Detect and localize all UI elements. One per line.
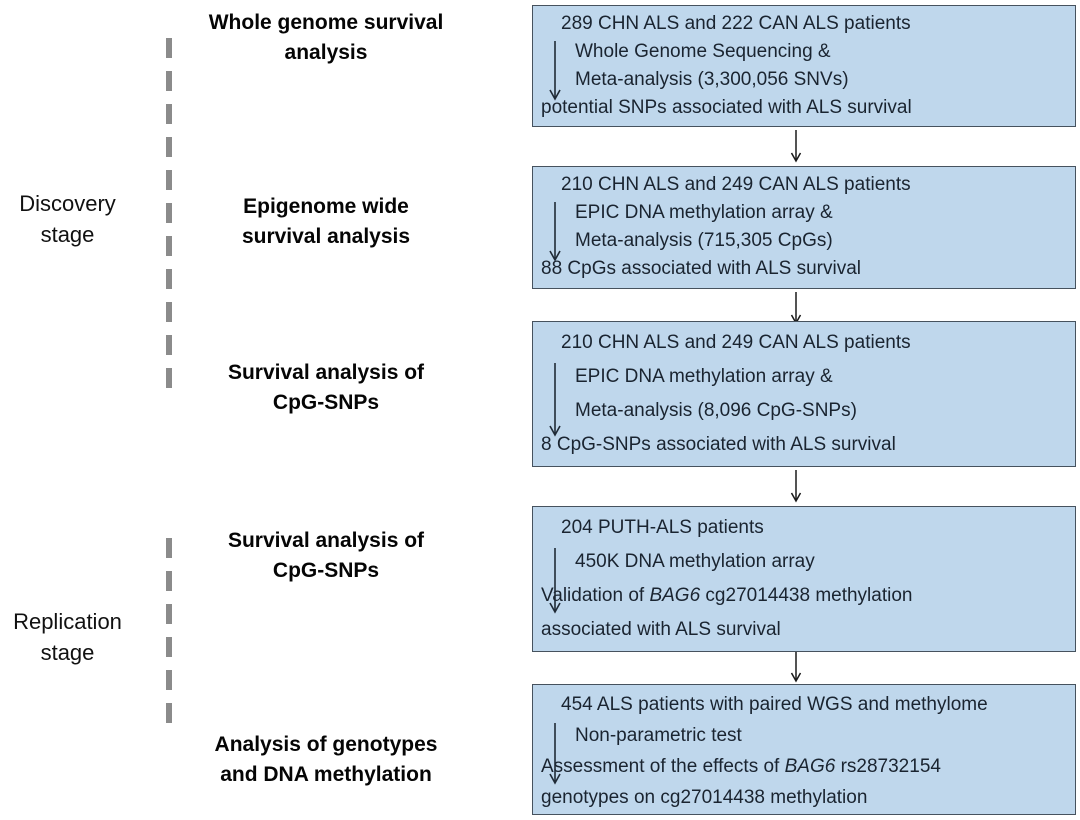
step-title-cpg-snps-replication: Survival analysis of CpG-SNPs — [178, 526, 474, 586]
stage-label-discovery: Discovery stage — [0, 188, 135, 250]
process-down-arrow-icon — [547, 199, 561, 262]
process-line: EPIC DNA methylation array & — [575, 366, 833, 387]
output-text-segment: genotypes on cg27014438 methylation — [541, 787, 868, 808]
output-line: genotypes on cg27014438 methylation — [541, 782, 1065, 813]
discovery-stage-dashed-line — [166, 38, 172, 392]
process-line: EPIC DNA methylation array & — [575, 202, 833, 223]
process-down-arrow-icon — [547, 545, 561, 614]
process-down-arrow-icon — [547, 360, 561, 437]
step-title-line: Analysis of genotypes — [214, 733, 438, 756]
process-down-arrow-icon — [547, 720, 561, 785]
output-text-segment: BAG6 — [784, 756, 836, 777]
step-title-line: survival analysis — [241, 225, 411, 248]
connector-down-arrow-icon — [788, 130, 804, 169]
step-title-line: and DNA methylation — [220, 763, 432, 786]
box-process-text: Whole Genome Sequencing & Meta-analysis … — [575, 38, 849, 94]
process-down-arrow-icon — [547, 38, 561, 101]
flow-box-cpg-snps-replication: 204 PUTH-ALS patients 450K DNA methylati… — [532, 506, 1076, 652]
process-line: Whole Genome Sequencing & — [575, 41, 831, 62]
output-text-segment: 8 CpG-SNPs associated with ALS survival — [541, 434, 896, 455]
box-process-text: EPIC DNA methylation array & Meta-analys… — [575, 360, 857, 428]
output-text-segment: associated with ALS survival — [541, 619, 781, 640]
replication-stage-dashed-line — [166, 538, 172, 732]
box-input-text: 289 CHN ALS and 222 CAN ALS patients — [561, 13, 911, 34]
box-process-text: 450K DNA methylation array — [575, 545, 815, 579]
step-title-line: Epigenome wide — [243, 195, 409, 218]
box-output-text: 88 CpGs associated with ALS survival — [541, 255, 1065, 283]
output-line: 8 CpG-SNPs associated with ALS survival — [541, 428, 1065, 462]
flow-box-wgs: 289 CHN ALS and 222 CAN ALS patients Who… — [532, 5, 1076, 127]
box-input-text: 210 CHN ALS and 249 CAN ALS patients — [561, 174, 911, 195]
process-line: Meta-analysis (3,300,056 SNVs) — [575, 69, 849, 90]
step-title-genotypes-methylation: Analysis of genotypes and DNA methylatio… — [178, 730, 474, 790]
output-line: potential SNPs associated with ALS survi… — [541, 94, 1065, 122]
box-input-text: 204 PUTH-ALS patients — [561, 517, 764, 538]
stage-label-line: stage — [40, 640, 95, 665]
box-output-text: Validation of BAG6 cg27014438 methylatio… — [541, 579, 1065, 647]
output-line: Validation of BAG6 cg27014438 methylatio… — [541, 579, 1065, 613]
stage-label-replication: Replication stage — [0, 606, 135, 668]
process-line: Non-parametric test — [575, 725, 742, 746]
step-title-line: analysis — [284, 41, 368, 64]
stage-label-line: stage — [40, 222, 95, 247]
step-title-line: Survival analysis of — [227, 361, 425, 384]
output-text-segment: 88 CpGs associated with ALS survival — [541, 258, 861, 279]
step-title-line: CpG-SNPs — [272, 391, 380, 414]
step-title-line: Whole genome survival — [208, 11, 444, 34]
box-input-text: 210 CHN ALS and 249 CAN ALS patients — [561, 332, 911, 353]
output-text-segment: Assessment of the effects of — [541, 756, 785, 777]
box-process-text: EPIC DNA methylation array & Meta-analys… — [575, 199, 833, 255]
box-output-text: Assessment of the effects of BAG6 rs2873… — [541, 751, 1065, 813]
output-text-segment: BAG6 — [649, 585, 701, 606]
step-title-whole-genome: Whole genome survival analysis — [178, 8, 474, 68]
output-line: associated with ALS survival — [541, 613, 1065, 647]
process-line: Meta-analysis (8,096 CpG-SNPs) — [575, 400, 857, 421]
connector-down-arrow-icon — [788, 470, 804, 509]
flow-box-ewas: 210 CHN ALS and 249 CAN ALS patients EPI… — [532, 166, 1076, 289]
output-text-segment: cg27014438 methylation — [700, 585, 913, 606]
box-process-text: Non-parametric test — [575, 720, 742, 751]
flow-box-genotypes-methylation: 454 ALS patients with paired WGS and met… — [532, 684, 1076, 815]
box-output-text: potential SNPs associated with ALS survi… — [541, 94, 1065, 122]
output-text-segment: potential SNPs associated with ALS survi… — [541, 97, 912, 118]
flow-box-cpg-snps-discovery: 210 CHN ALS and 249 CAN ALS patients EPI… — [532, 321, 1076, 467]
output-text-segment: rs28732154 — [835, 756, 941, 777]
step-title-line: Survival analysis of — [227, 529, 425, 552]
box-output-text: 8 CpG-SNPs associated with ALS survival — [541, 428, 1065, 462]
process-line: 450K DNA methylation array — [575, 551, 815, 572]
output-line: 88 CpGs associated with ALS survival — [541, 255, 1065, 283]
connector-down-arrow-icon — [788, 652, 804, 689]
output-line: Assessment of the effects of BAG6 rs2873… — [541, 751, 1065, 782]
stage-label-line: Replication — [13, 609, 122, 634]
output-text-segment: Validation of — [541, 585, 650, 606]
process-line: Meta-analysis (715,305 CpGs) — [575, 230, 833, 251]
box-input-text: 454 ALS patients with paired WGS and met… — [561, 694, 988, 715]
stage-label-line: Discovery — [19, 191, 116, 216]
step-title-line: CpG-SNPs — [272, 559, 380, 582]
step-title-cpg-snps-discovery: Survival analysis of CpG-SNPs — [178, 358, 474, 418]
step-title-epigenome: Epigenome wide survival analysis — [178, 192, 474, 252]
